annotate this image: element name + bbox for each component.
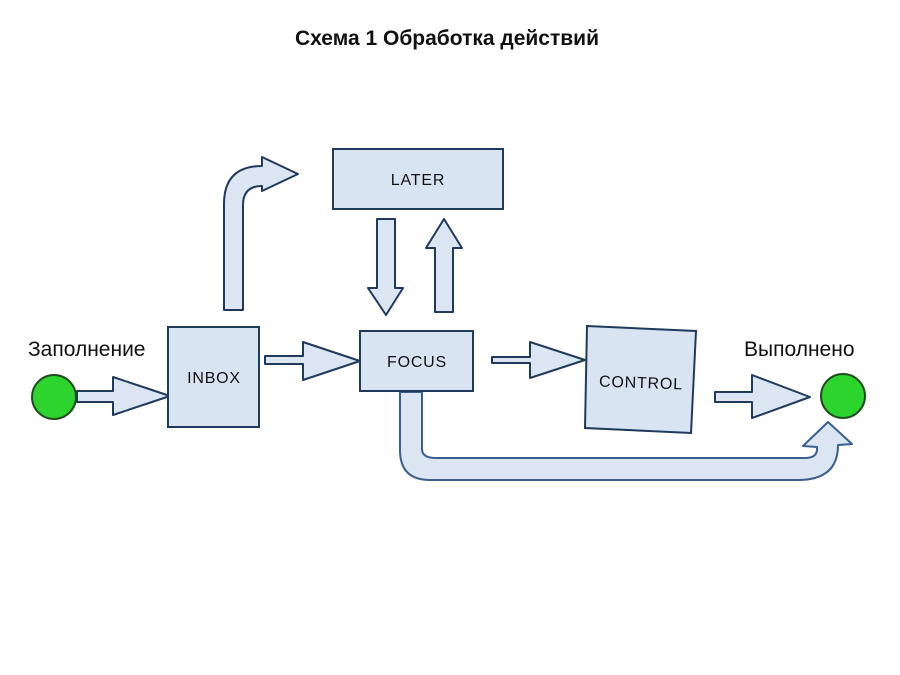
node-later-label: LATER bbox=[391, 172, 445, 189]
edge-inbox-to-later-arrow bbox=[223, 156, 299, 311]
start-circle bbox=[31, 374, 77, 420]
edge-control-to-end-arrow bbox=[714, 374, 811, 419]
start-label: Заполнение bbox=[28, 338, 146, 361]
edge-focus-to-later-arrow bbox=[425, 218, 463, 313]
node-focus-label: FOCUS bbox=[387, 354, 447, 371]
edge-start-to-inbox-arrow bbox=[76, 376, 171, 416]
node-inbox-box bbox=[167, 326, 260, 428]
node-control-label: CONTROL bbox=[599, 374, 683, 394]
node-control-box bbox=[583, 324, 698, 435]
page-title: Схема 1 Обработка действий bbox=[295, 27, 599, 50]
end-circle bbox=[820, 373, 866, 419]
end-label: Выполнено bbox=[744, 338, 855, 361]
edge-later-to-focus-arrow bbox=[367, 218, 404, 316]
node-inbox-label: INBOX bbox=[187, 370, 241, 387]
edge-focus-to-end-arrow bbox=[399, 391, 853, 481]
node-focus-box bbox=[359, 330, 474, 392]
edge-focus-to-control-arrow bbox=[491, 341, 586, 379]
edge-inbox-to-focus-arrow bbox=[264, 341, 361, 381]
node-later-box bbox=[332, 148, 504, 210]
